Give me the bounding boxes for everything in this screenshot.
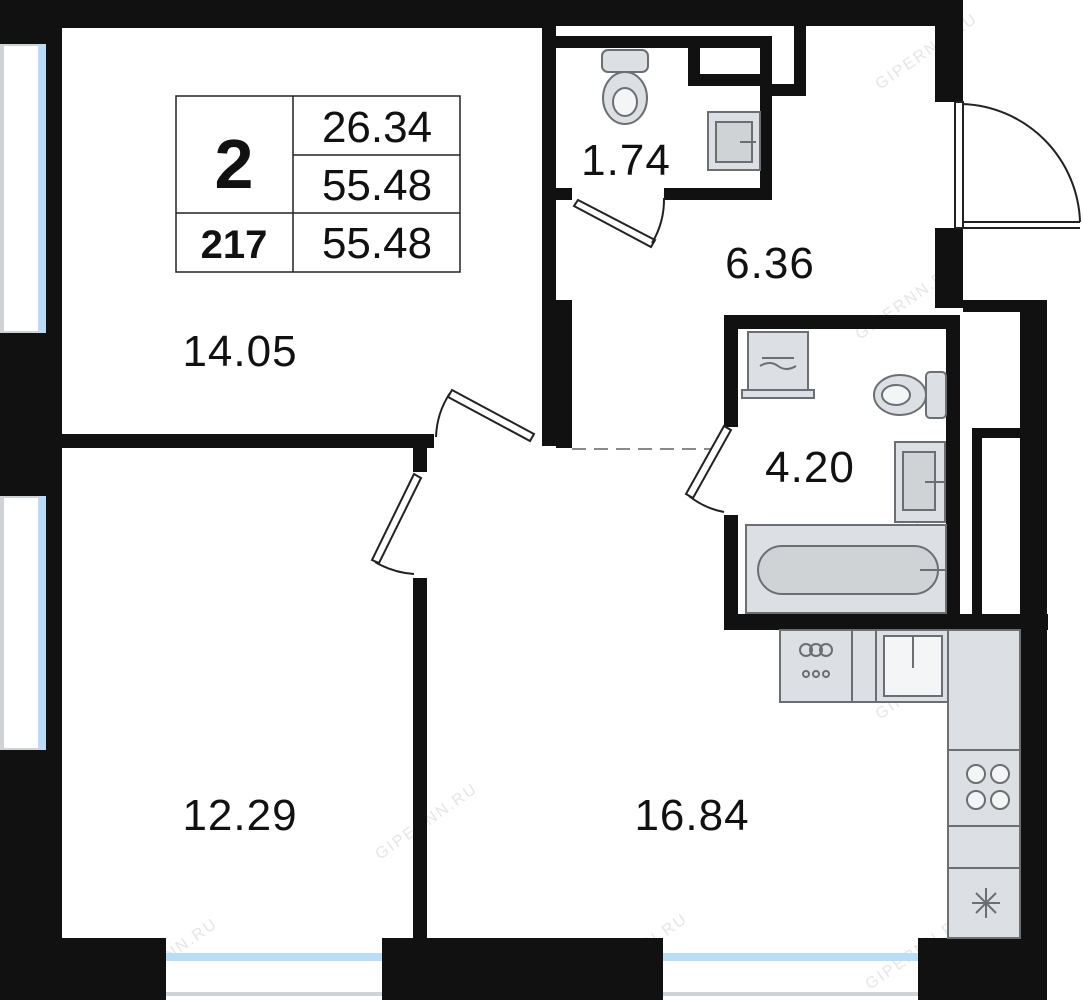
living-area: 26.34 (322, 103, 432, 152)
bathroom-door (684, 424, 733, 513)
total-area-2: 55.48 (322, 219, 432, 268)
toilet-icon (873, 371, 947, 419)
doors (370, 101, 1081, 575)
toilet-icon (601, 49, 649, 125)
total-area: 55.48 (322, 161, 432, 210)
room-area-bedroom-2: 12.29 (182, 791, 297, 840)
fixtures (601, 49, 1021, 939)
washing-machine-icon (741, 331, 815, 399)
sink-icon (707, 111, 761, 171)
apartment-number: 217 (201, 223, 268, 267)
walls (0, 0, 1048, 1000)
bedroom-2-door (370, 472, 423, 575)
summary-table: 2 217 26.34 55.48 55.48 (175, 95, 461, 273)
window (663, 953, 918, 961)
window (166, 953, 382, 961)
sink-icon (894, 441, 946, 523)
fridge-icon (972, 888, 1000, 918)
room-count: 2 (215, 125, 254, 203)
dishwasher-icon (799, 643, 833, 678)
stove-icon (966, 764, 1010, 810)
room-area-bathroom: 4.20 (765, 443, 855, 492)
room-labels: 14.05 1.74 6.36 4.20 12.29 16.84 (182, 136, 855, 840)
entrance-door (954, 101, 1081, 229)
bathtub-icon (745, 524, 947, 614)
bedroom-1-door (435, 388, 536, 443)
window (38, 42, 46, 335)
room-area-kitchen-living: 16.84 (634, 791, 749, 840)
kitchen-counter (779, 629, 1021, 939)
room-area-wc: 1.74 (581, 136, 671, 185)
kitchen-sink-icon (883, 635, 943, 697)
wc-door (572, 197, 666, 249)
room-area-bedroom-1: 14.05 (182, 327, 297, 376)
room-area-hall: 6.36 (725, 239, 815, 288)
window (38, 494, 46, 752)
